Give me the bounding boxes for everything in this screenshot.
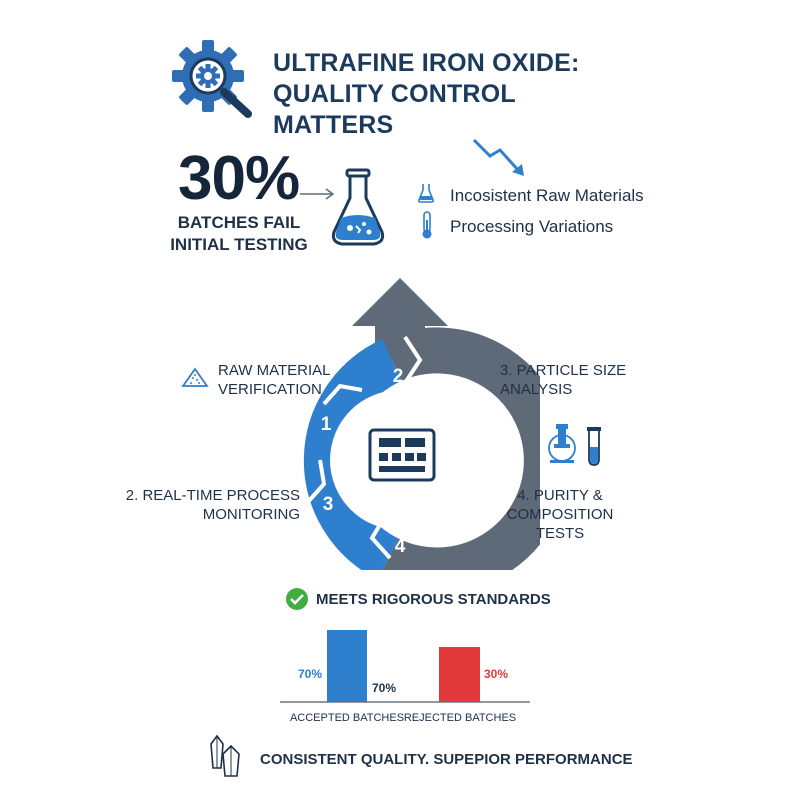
microscope-icon bbox=[548, 424, 576, 463]
step-label-line: TESTS bbox=[535, 525, 585, 542]
segment-number: 2 bbox=[393, 366, 404, 387]
qc-cycle-diagram: 1 2 2 3 4 3 bbox=[303, 278, 540, 570]
step-particle-size: 3. PARTICLE SIZE ANALYSIS bbox=[500, 361, 626, 399]
step-purity: 4. PURITY & COMPOSITION TESTS bbox=[500, 486, 620, 543]
footer-tagline: CONSISTENT QUALITY. SUPEPIOR PERFORMANCE bbox=[260, 751, 633, 768]
ring-segment-blue bbox=[303, 339, 402, 570]
small-flask-icon bbox=[417, 184, 435, 203]
segment-number: 3 bbox=[471, 486, 482, 507]
cause-item-processing: Processing Variations bbox=[450, 217, 614, 236]
step-label-line: 4. PURITY & bbox=[517, 487, 603, 504]
step-raw-material: RAW MATERIAL VERIFICATION bbox=[218, 361, 331, 399]
step-label-line: ANALYSIS bbox=[500, 381, 573, 398]
segment-number: 2 bbox=[469, 408, 480, 429]
page-title: ULTRAFINE IRON OXIDE: QUALITY CONTROL MA… bbox=[273, 48, 633, 141]
stat-label: BATCHES FAIL INITIAL TESTING bbox=[164, 212, 314, 256]
stat-label-line-1: BATCHES FAIL bbox=[177, 213, 301, 232]
step-label-line: COMPOSITION bbox=[506, 506, 614, 523]
title-line-2: QUALITY CONTROL MATTERS bbox=[273, 80, 516, 139]
flask-icon bbox=[331, 168, 385, 246]
gear-magnifier-icon bbox=[172, 40, 252, 118]
ring-segment-gray bbox=[382, 327, 540, 570]
stat-label-line-2: INITIAL TESTING bbox=[170, 235, 308, 254]
step-label-line: RAW MATERIAL bbox=[218, 362, 331, 379]
data-label-accepted-right: 70% bbox=[372, 681, 396, 695]
crystal-icon bbox=[210, 734, 240, 777]
trend-down-icon bbox=[472, 138, 524, 176]
step-label-line: MONITORING bbox=[202, 506, 300, 523]
data-label-rejected: 30% bbox=[484, 667, 508, 681]
step-process-monitoring: 2. REAL-TIME PROCESS MONITORING bbox=[120, 486, 300, 524]
data-label-accepted-left: 70% bbox=[298, 667, 322, 681]
category-label-rejected: REJECTED BATCHES bbox=[404, 712, 516, 724]
bar-accepted bbox=[327, 630, 367, 702]
cause-item-raw-materials: Incosistent Raw Materials bbox=[450, 186, 644, 205]
thermometer-icon bbox=[422, 211, 432, 239]
step-label-line: 2. REAL-TIME PROCESS bbox=[125, 487, 300, 504]
bar-rejected bbox=[439, 647, 480, 702]
standards-text: MEETS RIGOROUS STANDARDS bbox=[316, 591, 551, 608]
step-label-line: 3. PARTICLE SIZE bbox=[500, 362, 627, 379]
title-line-1: ULTRAFINE IRON OXIDE: bbox=[273, 49, 580, 77]
control-panel-icon bbox=[368, 428, 436, 482]
segment-number: 1 bbox=[321, 414, 332, 435]
batch-bar-chart: 70% 70% 30% ACCEPTED BATCHES REJECTED BA… bbox=[280, 630, 530, 724]
segment-number: 4 bbox=[395, 536, 406, 557]
segment-number: 3 bbox=[323, 494, 334, 515]
check-circle-icon bbox=[286, 588, 308, 610]
stat-value: 30% bbox=[178, 144, 300, 213]
step-label-line: VERIFICATION bbox=[218, 381, 322, 398]
test-tube-icon bbox=[587, 427, 601, 466]
category-label-accepted: ACCEPTED BATCHES bbox=[290, 712, 404, 724]
powder-pile-icon bbox=[181, 367, 209, 387]
arrow-right-icon bbox=[300, 188, 335, 200]
